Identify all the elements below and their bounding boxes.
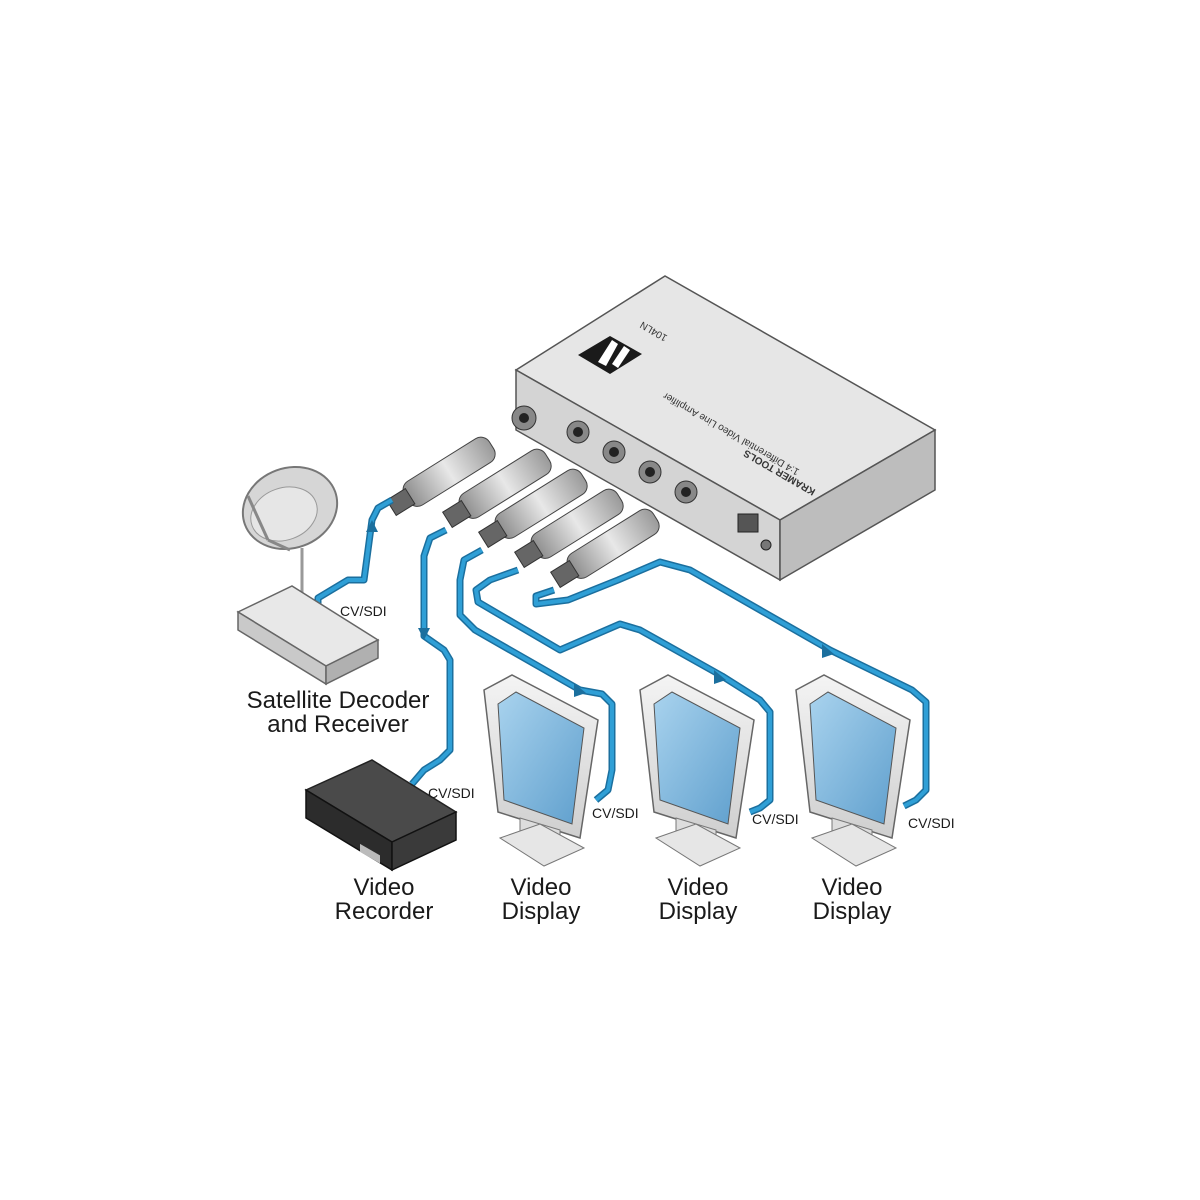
- signal-label-display-2: CV/SDI: [752, 811, 799, 827]
- display-3-caption-line1: Video: [822, 874, 883, 901]
- bnc-socket-out-4: [674, 480, 698, 504]
- bnc-socket-in: [511, 405, 537, 431]
- signal-label-display-3: CV/SDI: [908, 815, 955, 831]
- video-display-2: [639, 674, 755, 867]
- bnc-plug-out-2: [477, 468, 588, 549]
- arrow-display-2: [714, 670, 726, 684]
- display-2-caption-line2: Display: [659, 898, 738, 925]
- bnc-socket-out-3: [638, 460, 662, 484]
- satellite-dish-icon: [241, 465, 339, 612]
- bnc-plug-out-3: [513, 488, 624, 569]
- kramer-logo: [578, 336, 642, 374]
- arrow-display-1: [574, 683, 586, 697]
- bnc-connectors: [385, 436, 660, 589]
- signal-label-input: CV/SDI: [340, 603, 387, 619]
- video-display-3: [795, 674, 911, 867]
- satellite-receiver: [236, 585, 380, 686]
- display-3-caption-line2: Display: [813, 898, 892, 925]
- signal-label-display-1: CV/SDI: [592, 805, 639, 821]
- cable-out-recorder: [409, 526, 454, 787]
- satellite-caption-line2: and Receiver: [267, 711, 408, 738]
- recorder-caption-line1: Video: [354, 874, 415, 901]
- arrow-input: [366, 520, 378, 532]
- display-1-caption-line1: Video: [511, 874, 572, 901]
- line-amplifier-unit: 104LN 1:4 Differential Video Line Amplif…: [511, 275, 937, 582]
- display-2-caption-line1: Video: [668, 874, 729, 901]
- arrow-display-3: [822, 644, 834, 658]
- cables: [314, 496, 930, 816]
- signal-label-recorder: CV/SDI: [428, 785, 475, 801]
- bnc-plug-input: [385, 436, 496, 517]
- display-1-caption-line2: Display: [502, 898, 581, 925]
- bnc-socket-out-2: [602, 440, 626, 464]
- video-display-1: [483, 674, 599, 867]
- bnc-socket-out-1: [566, 420, 590, 444]
- recorder-caption-line2: Recorder: [335, 898, 434, 925]
- bnc-plug-out-1: [441, 448, 552, 529]
- bnc-plug-out-4: [549, 508, 660, 589]
- satellite-caption-line1: Satellite Decoder: [247, 687, 430, 714]
- video-recorder: [304, 759, 458, 872]
- power-socket: [737, 513, 772, 551]
- arrow-recorder: [418, 628, 430, 640]
